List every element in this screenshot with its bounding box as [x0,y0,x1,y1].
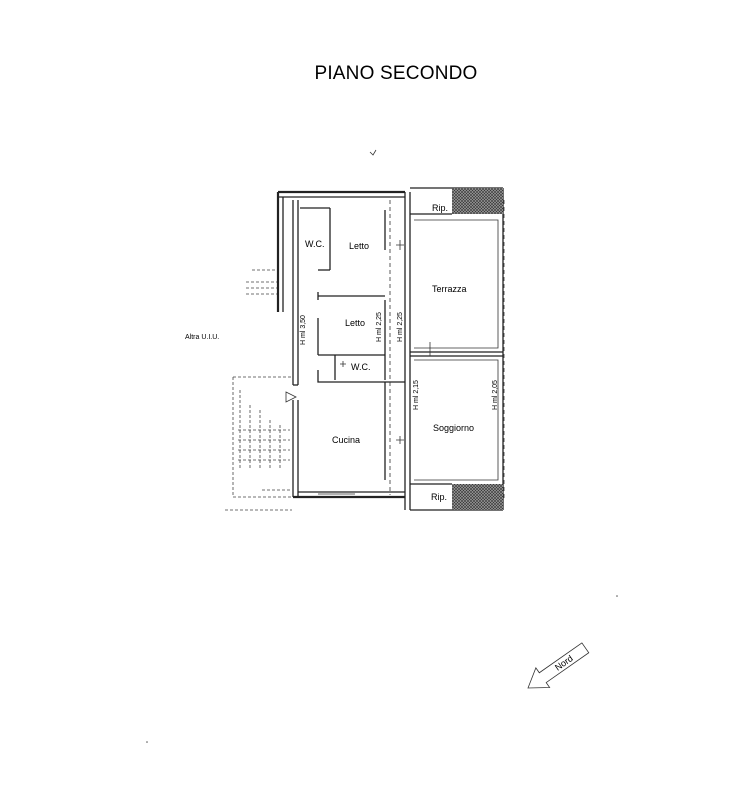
stray-dot-2 [146,741,148,743]
room-label-soggiorno: Soggiorno [433,423,474,433]
height-label-350: H ml 3,50 [300,315,307,345]
outer-walls [276,187,504,511]
plan-title: PIANO SECONDO [314,63,477,84]
hatched-column-top [452,188,503,214]
entrance-arrow [285,391,297,403]
room-label-rip-top: Rip. [432,203,448,213]
height-label-225b: H ml 2,25 [397,312,404,342]
height-label-215: H ml 2,15 [413,380,420,410]
room-label-wc-mid: W.C. [351,362,371,372]
height-label-225a: H ml 2,25 [376,312,383,342]
hatched-column-bottom [452,484,503,510]
stray-mark [369,149,377,156]
height-label-205: H ml 2,05 [492,380,499,410]
stairs [225,269,292,511]
neighbor-label: Altra U.I.U. [185,334,219,341]
room-label-letto-top: Letto [349,241,369,251]
interior-walls [300,207,503,485]
room-label-cucina: Cucina [332,435,360,445]
door-markers [340,240,431,444]
stray-dot [616,595,618,597]
room-label-wc-top: W.C. [305,239,325,249]
room-label-letto-mid: Letto [345,318,365,328]
room-label-terrazza: Terrazza [432,284,467,294]
north-arrow: Nord [527,642,590,689]
room-label-rip-bottom: Rip. [431,492,447,502]
north-label: Nord [553,653,575,672]
